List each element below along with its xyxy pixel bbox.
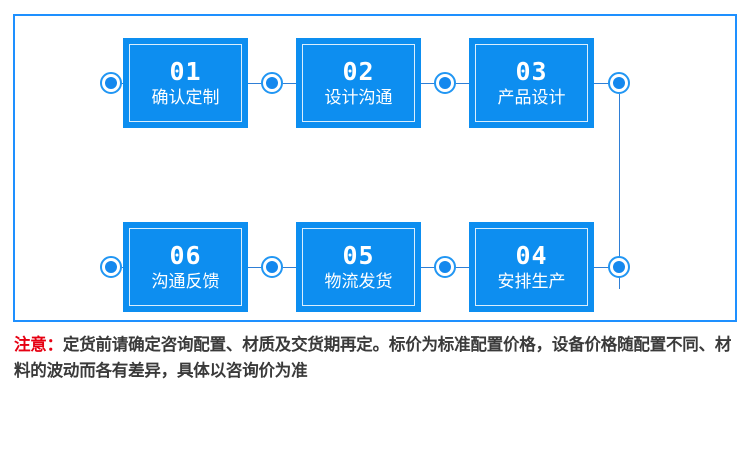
connector-line-bottom-2 bbox=[248, 267, 263, 268]
flow-row-bottom: 06 沟通反馈 05 物流发货 04 安排生产 bbox=[15, 222, 735, 314]
connector-dot-bottom-3 bbox=[434, 256, 456, 278]
flow-node-01-number: 01 bbox=[169, 57, 202, 86]
flow-node-06[interactable]: 06 沟通反馈 bbox=[123, 222, 248, 312]
flow-node-03-inner: 03 产品设计 bbox=[475, 44, 588, 122]
connector-dot-bottom-4 bbox=[608, 256, 630, 278]
connector-dot-bottom-2 bbox=[261, 256, 283, 278]
flow-node-02-label: 设计沟通 bbox=[324, 88, 393, 108]
flow-node-03-number: 03 bbox=[515, 57, 548, 86]
connector-line-vertical bbox=[619, 94, 620, 289]
connector-dot-bottom-1 bbox=[100, 256, 122, 278]
flow-node-04-number: 04 bbox=[515, 241, 548, 270]
connector-line-top-4 bbox=[421, 83, 436, 84]
flow-node-01[interactable]: 01 确认定制 bbox=[123, 38, 248, 128]
flow-node-03[interactable]: 03 产品设计 bbox=[469, 38, 594, 128]
flow-node-06-label: 沟通反馈 bbox=[151, 272, 220, 292]
connector-dot-top-3 bbox=[434, 72, 456, 94]
connector-line-top-5 bbox=[456, 83, 471, 84]
flow-node-02[interactable]: 02 设计沟通 bbox=[296, 38, 421, 128]
flow-node-05-inner: 05 物流发货 bbox=[302, 228, 415, 306]
flow-node-02-number: 02 bbox=[342, 57, 375, 86]
flow-node-06-number: 06 bbox=[169, 241, 202, 270]
flow-node-05-label: 物流发货 bbox=[324, 272, 393, 292]
connector-line-top-2 bbox=[248, 83, 263, 84]
connector-line-bottom-3 bbox=[283, 267, 298, 268]
flow-node-05-number: 05 bbox=[342, 241, 375, 270]
flow-diagram-frame: 01 确认定制 02 设计沟通 03 产品设计 bbox=[13, 14, 737, 322]
connector-line-top-6 bbox=[594, 83, 610, 84]
flow-node-04[interactable]: 04 安排生产 bbox=[469, 222, 594, 312]
connector-line-bottom-6 bbox=[594, 267, 610, 268]
connector-line-top-3 bbox=[283, 83, 298, 84]
notice-text: 注意：定货前请确定咨询配置、材质及交货期再定。标价为标准配置价格，设备价格随配置… bbox=[14, 332, 740, 383]
flow-row-top: 01 确认定制 02 设计沟通 03 产品设计 bbox=[15, 38, 735, 130]
flow-node-05[interactable]: 05 物流发货 bbox=[296, 222, 421, 312]
flow-node-04-label: 安排生产 bbox=[497, 272, 566, 292]
flow-node-04-inner: 04 安排生产 bbox=[475, 228, 588, 306]
flow-node-03-label: 产品设计 bbox=[497, 88, 566, 108]
flow-node-01-inner: 01 确认定制 bbox=[129, 44, 242, 122]
connector-dot-top-2 bbox=[261, 72, 283, 94]
connector-line-bottom-4 bbox=[421, 267, 436, 268]
flow-node-06-inner: 06 沟通反馈 bbox=[129, 228, 242, 306]
connector-line-bottom-5 bbox=[456, 267, 471, 268]
flow-node-02-inner: 02 设计沟通 bbox=[302, 44, 415, 122]
connector-dot-top-1 bbox=[100, 72, 122, 94]
notice-body-text: 定货前请确定咨询配置、材质及交货期再定。标价为标准配置价格，设备价格随配置不同、… bbox=[14, 335, 732, 380]
notice-prefix-label: 注意： bbox=[14, 335, 63, 354]
connector-dot-top-4 bbox=[608, 72, 630, 94]
flow-node-01-label: 确认定制 bbox=[151, 88, 220, 108]
